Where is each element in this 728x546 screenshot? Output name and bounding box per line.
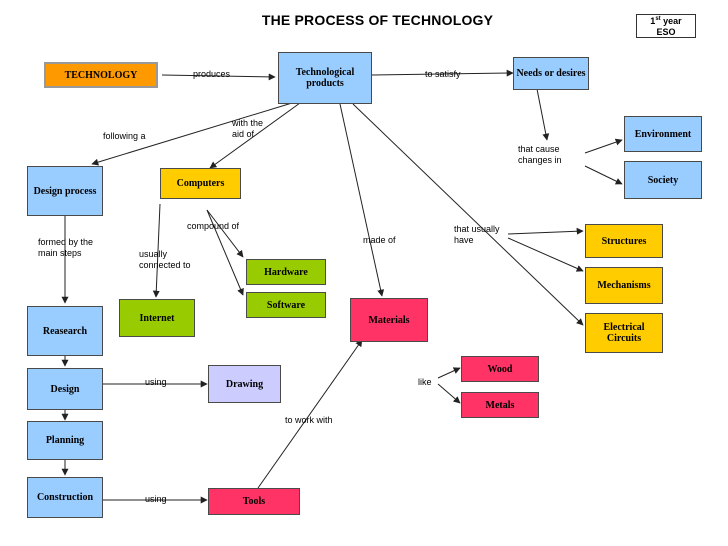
node-planning: Planning	[27, 421, 103, 460]
label-line: changes in	[518, 155, 562, 166]
node-internet: Internet	[119, 299, 195, 337]
node-materials: Materials	[350, 298, 428, 342]
label-following-a: following a	[103, 131, 146, 141]
label-that-cause-changes-in: that cause changes in	[518, 144, 562, 167]
node-technological-products: Technological products	[278, 52, 372, 104]
label-line: aid of	[232, 129, 255, 140]
label-formed-by-main-steps: formed by the main steps	[38, 237, 93, 260]
node-structures: Structures	[585, 224, 663, 258]
eso-label: ESO	[656, 26, 676, 37]
year-suffix: st	[655, 16, 661, 22]
label-produces: produces	[193, 69, 231, 79]
label-to-work-with: to work with	[285, 415, 333, 425]
node-metals: Metals	[461, 392, 539, 418]
label-using-drawing: using	[145, 377, 167, 387]
label-line: formed by the	[38, 237, 94, 247]
label-usually-connected-to: usually connected to	[139, 249, 191, 272]
node-software: Software	[246, 292, 326, 318]
node-wood: Wood	[461, 356, 539, 382]
label-made-of: made of	[363, 235, 396, 245]
node-technology: TECHNOLOGY	[44, 62, 158, 88]
node-design-process: Design process	[27, 166, 103, 216]
node-tools: Tools	[208, 488, 300, 515]
label-line: main steps	[38, 248, 82, 259]
year-badge: 1st year ESO	[636, 14, 696, 38]
label-line: that cause	[518, 144, 560, 154]
node-computers: Computers	[160, 168, 241, 199]
page-title: THE PROCESS OF TECHNOLOGY	[261, 12, 494, 28]
year-word: year	[660, 16, 682, 26]
label-line: usually	[139, 249, 168, 259]
label-line: connected to	[139, 260, 191, 271]
node-hardware: Hardware	[246, 259, 326, 285]
node-mechanisms: Mechanisms	[585, 267, 663, 304]
label-like: like	[418, 377, 432, 387]
label-that-usually-have: that usually have	[454, 224, 500, 247]
label-line: with the	[232, 118, 264, 128]
label-compound-of: compound of	[187, 221, 240, 231]
label-with-the-aid-of: with the aid of	[232, 118, 263, 141]
node-design: Design	[27, 368, 103, 410]
node-construction: Construction	[27, 477, 103, 518]
node-reasearch: Reasearch	[27, 306, 103, 356]
node-environment: Environment	[624, 116, 702, 152]
node-drawing: Drawing	[208, 365, 281, 403]
label-line: have	[454, 235, 474, 246]
label-to-satisfy: to satisfy	[425, 69, 461, 79]
year-number: 1	[650, 16, 656, 26]
label-using-tools: using	[145, 494, 167, 504]
node-society: Society	[624, 161, 702, 199]
label-line: that usually	[454, 224, 500, 234]
node-needs-or-desires: Needs or desires	[513, 57, 589, 90]
node-electrical-circuits: Electrical Circuits	[585, 313, 663, 353]
